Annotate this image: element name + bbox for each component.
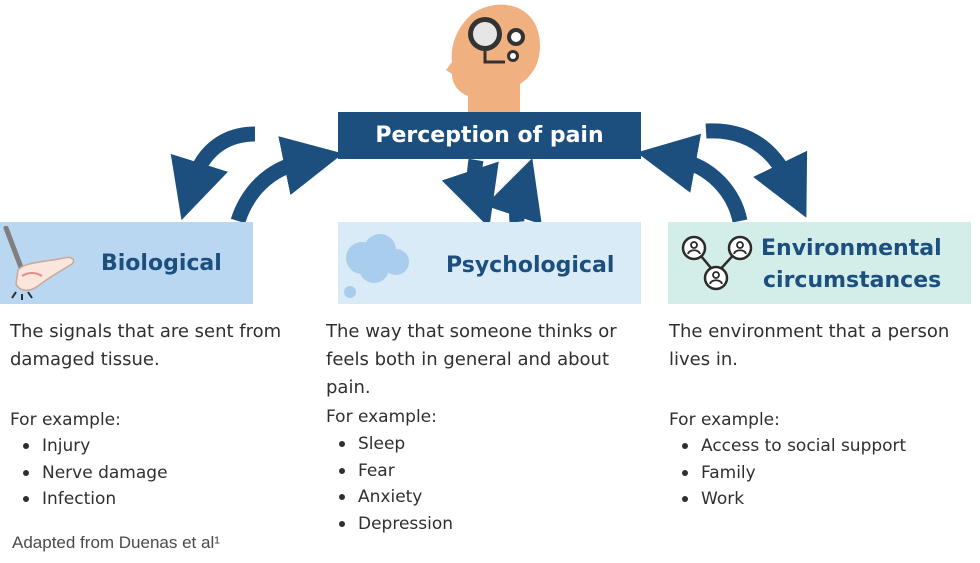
- arrow-to-psychological: [441, 158, 499, 228]
- environmental-examples: Access to social support Family Work: [669, 433, 906, 513]
- list-item: Anxiety: [326, 484, 453, 511]
- environmental-description: The environment that a person lives in.: [669, 321, 950, 370]
- psychological-label: Psychological: [446, 253, 615, 278]
- people-network-icon: [681, 235, 753, 291]
- head-with-gears-icon: [446, 4, 540, 112]
- list-item: Nerve damage: [10, 460, 168, 487]
- psychological-card: Psychological: [338, 222, 641, 304]
- environmental-examples-heading: For example:: [669, 410, 780, 430]
- gear-small-icon: [507, 28, 525, 62]
- list-item: Depression: [326, 511, 453, 538]
- arrow-from-psychological: [484, 158, 542, 225]
- list-item: Sleep: [326, 431, 453, 458]
- list-item: Work: [669, 486, 906, 513]
- list-item: Infection: [10, 486, 168, 513]
- biological-examples: Injury Nerve damage Infection: [10, 433, 168, 513]
- arrow-from-biological: [230, 136, 344, 224]
- psychological-examples: Sleep Fear Anxiety Depression: [326, 431, 453, 537]
- environmental-label-line1: Environmental: [761, 236, 942, 261]
- gear-large-icon: [468, 17, 502, 51]
- source-citation: Adapted from Duenas et al¹: [12, 533, 220, 552]
- environmental-label-line2: circumstances: [763, 268, 942, 293]
- perception-of-pain-box: Perception of pain: [338, 112, 641, 159]
- thought-cloud-icon: [344, 234, 409, 298]
- biological-label: Biological: [101, 251, 222, 276]
- arrow-to-environmental: [705, 123, 808, 218]
- list-item: Family: [669, 460, 906, 487]
- list-item: Fear: [326, 458, 453, 485]
- arrow-from-environmental: [636, 133, 748, 223]
- psychological-examples-heading: For example:: [326, 407, 437, 427]
- perception-title: Perception of pain: [375, 123, 604, 148]
- list-item: Access to social support: [669, 433, 906, 460]
- list-item: Injury: [10, 433, 168, 460]
- arrow-to-biological: [170, 126, 256, 221]
- biological-card: Biological: [0, 222, 253, 304]
- psychological-description: The way that someone thinks or feels bot…: [326, 321, 617, 398]
- injured-foot-icon: [3, 226, 75, 300]
- biological-description: The signals that are sent from damaged t…: [10, 321, 282, 370]
- environmental-card: Environmental circumstances: [668, 222, 971, 304]
- biological-examples-heading: For example:: [10, 410, 121, 430]
